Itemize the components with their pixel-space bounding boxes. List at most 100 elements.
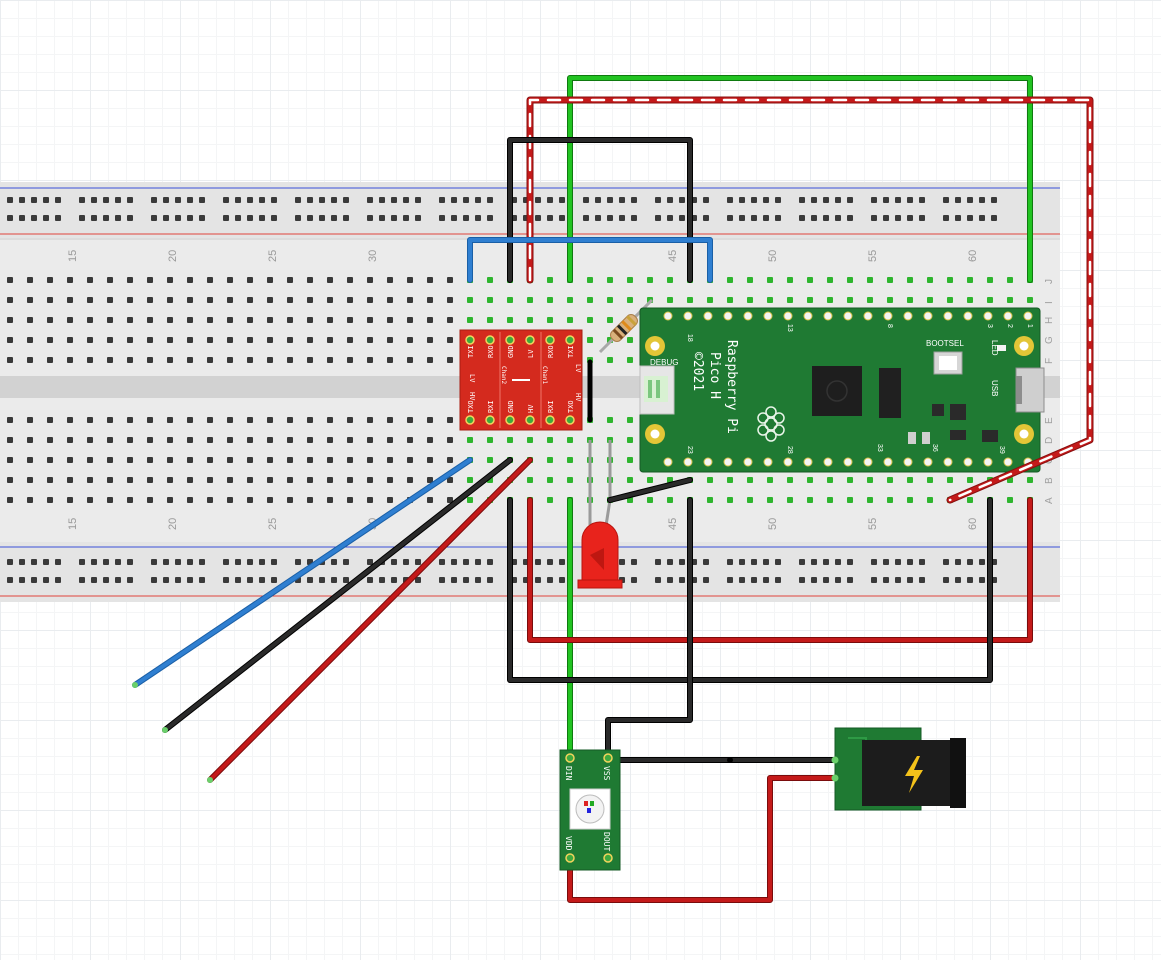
breadboard-hole[interactable] bbox=[47, 277, 53, 283]
breadboard-hole[interactable] bbox=[91, 197, 97, 203]
breadboard-hole[interactable] bbox=[607, 215, 613, 221]
breadboard-hole[interactable] bbox=[87, 337, 93, 343]
breadboard-hole[interactable] bbox=[507, 317, 513, 323]
breadboard-hole[interactable] bbox=[907, 197, 913, 203]
breadboard-hole[interactable] bbox=[107, 297, 113, 303]
breadboard-hole[interactable] bbox=[19, 197, 25, 203]
breadboard-hole[interactable] bbox=[727, 477, 733, 483]
breadboard-hole[interactable] bbox=[727, 297, 733, 303]
breadboard-hole[interactable] bbox=[947, 277, 953, 283]
breadboard-hole[interactable] bbox=[607, 297, 613, 303]
breadboard-hole[interactable] bbox=[407, 477, 413, 483]
breadboard-hole[interactable] bbox=[307, 337, 313, 343]
breadboard-hole[interactable] bbox=[447, 417, 453, 423]
breadboard-hole[interactable] bbox=[407, 457, 413, 463]
breadboard-hole[interactable] bbox=[775, 577, 781, 583]
breadboard-hole[interactable] bbox=[163, 559, 169, 565]
breadboard-hole[interactable] bbox=[47, 417, 53, 423]
breadboard-hole[interactable] bbox=[327, 297, 333, 303]
breadboard-hole[interactable] bbox=[775, 215, 781, 221]
breadboard-hole[interactable] bbox=[607, 317, 613, 323]
breadboard-hole[interactable] bbox=[347, 277, 353, 283]
breadboard-hole[interactable] bbox=[827, 297, 833, 303]
breadboard-hole[interactable] bbox=[151, 215, 157, 221]
breadboard-hole[interactable] bbox=[739, 197, 745, 203]
breadboard-hole[interactable] bbox=[163, 197, 169, 203]
breadboard-hole[interactable] bbox=[367, 437, 373, 443]
wire-black-diagonal[interactable] bbox=[608, 478, 692, 502]
breadboard-hole[interactable] bbox=[447, 357, 453, 363]
breadboard-hole[interactable] bbox=[407, 437, 413, 443]
breadboard-hole[interactable] bbox=[475, 577, 481, 583]
breadboard-hole[interactable] bbox=[883, 197, 889, 203]
breadboard-hole[interactable] bbox=[727, 497, 733, 503]
breadboard-hole[interactable] bbox=[967, 277, 973, 283]
breadboard-hole[interactable] bbox=[1007, 497, 1013, 503]
breadboard-hole[interactable] bbox=[919, 197, 925, 203]
breadboard-hole[interactable] bbox=[943, 197, 949, 203]
breadboard-hole[interactable] bbox=[103, 559, 109, 565]
breadboard-hole[interactable] bbox=[451, 197, 457, 203]
breadboard-hole[interactable] bbox=[115, 559, 121, 565]
breadboard-hole[interactable] bbox=[547, 457, 553, 463]
breadboard-hole[interactable] bbox=[535, 197, 541, 203]
breadboard-hole[interactable] bbox=[587, 297, 593, 303]
breadboard-hole[interactable] bbox=[7, 497, 13, 503]
breadboard-hole[interactable] bbox=[595, 197, 601, 203]
breadboard-hole[interactable] bbox=[807, 297, 813, 303]
breadboard-hole[interactable] bbox=[751, 215, 757, 221]
breadboard-hole[interactable] bbox=[955, 197, 961, 203]
breadboard-hole[interactable] bbox=[547, 197, 553, 203]
breadboard-hole[interactable] bbox=[955, 559, 961, 565]
breadboard-hole[interactable] bbox=[883, 215, 889, 221]
breadboard-hole[interactable] bbox=[847, 477, 853, 483]
breadboard-hole[interactable] bbox=[403, 559, 409, 565]
breadboard-hole[interactable] bbox=[427, 277, 433, 283]
breadboard-hole[interactable] bbox=[947, 477, 953, 483]
breadboard-hole[interactable] bbox=[427, 417, 433, 423]
breadboard-hole[interactable] bbox=[271, 197, 277, 203]
breadboard-hole[interactable] bbox=[487, 297, 493, 303]
breadboard-hole[interactable] bbox=[327, 417, 333, 423]
breadboard-hole[interactable] bbox=[991, 215, 997, 221]
breadboard-hole[interactable] bbox=[287, 357, 293, 363]
breadboard-hole[interactable] bbox=[55, 577, 61, 583]
breadboard-hole[interactable] bbox=[327, 337, 333, 343]
breadboard-hole[interactable] bbox=[127, 215, 133, 221]
breadboard-hole[interactable] bbox=[127, 297, 133, 303]
breadboard-hole[interactable] bbox=[547, 437, 553, 443]
breadboard-hole[interactable] bbox=[271, 215, 277, 221]
breadboard-hole[interactable] bbox=[127, 497, 133, 503]
breadboard-hole[interactable] bbox=[91, 215, 97, 221]
breadboard-hole[interactable] bbox=[79, 197, 85, 203]
breadboard-hole[interactable] bbox=[107, 477, 113, 483]
breadboard-hole[interactable] bbox=[447, 277, 453, 283]
breadboard-hole[interactable] bbox=[447, 437, 453, 443]
breadboard-hole[interactable] bbox=[799, 577, 805, 583]
breadboard-hole[interactable] bbox=[367, 357, 373, 363]
breadboard-hole[interactable] bbox=[327, 497, 333, 503]
breadboard-hole[interactable] bbox=[115, 577, 121, 583]
breadboard-hole[interactable] bbox=[447, 337, 453, 343]
breadboard-hole[interactable] bbox=[163, 577, 169, 583]
breadboard-hole[interactable] bbox=[207, 337, 213, 343]
breadboard-hole[interactable] bbox=[391, 197, 397, 203]
breadboard-hole[interactable] bbox=[667, 215, 673, 221]
breadboard-hole[interactable] bbox=[567, 437, 573, 443]
breadboard-hole[interactable] bbox=[307, 277, 313, 283]
breadboard-hole[interactable] bbox=[187, 417, 193, 423]
breadboard-hole[interactable] bbox=[407, 277, 413, 283]
breadboard-hole[interactable] bbox=[727, 215, 733, 221]
breadboard-hole[interactable] bbox=[167, 457, 173, 463]
breadboard-hole[interactable] bbox=[267, 297, 273, 303]
breadboard-hole[interactable] bbox=[387, 437, 393, 443]
breadboard-hole[interactable] bbox=[655, 577, 661, 583]
breadboard-hole[interactable] bbox=[655, 197, 661, 203]
breadboard-hole[interactable] bbox=[167, 417, 173, 423]
breadboard-hole[interactable] bbox=[895, 559, 901, 565]
breadboard-hole[interactable] bbox=[207, 497, 213, 503]
breadboard-hole[interactable] bbox=[163, 215, 169, 221]
breadboard-hole[interactable] bbox=[343, 559, 349, 565]
breadboard-hole[interactable] bbox=[347, 317, 353, 323]
breadboard-hole[interactable] bbox=[847, 577, 853, 583]
